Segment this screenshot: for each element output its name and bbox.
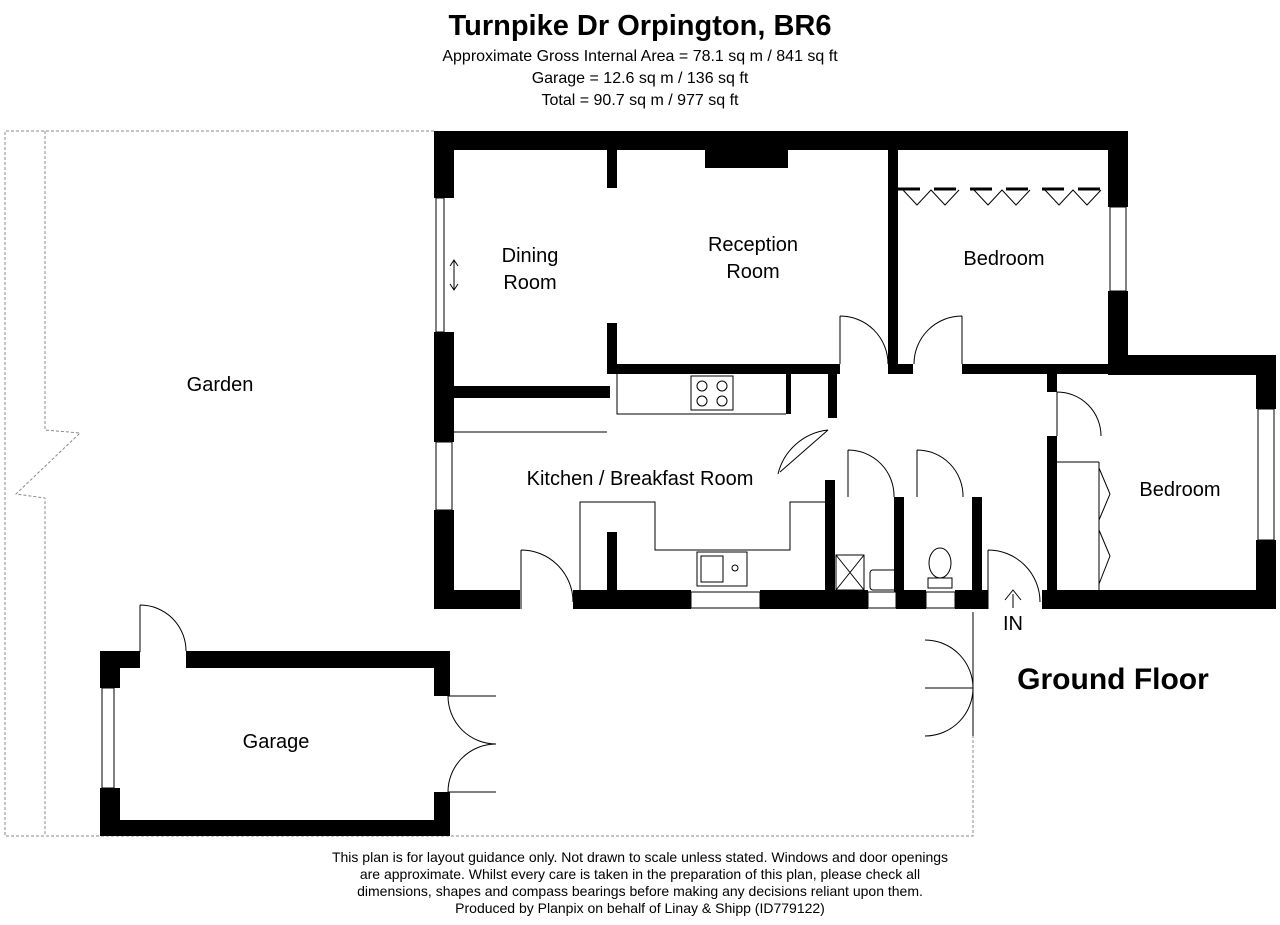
- doors: [139, 187, 1111, 793]
- entrance-label: IN: [1003, 613, 1023, 635]
- bedroom-1-label: Bedroom: [963, 248, 1044, 270]
- garage-walls: [100, 651, 450, 836]
- window-wc: [925, 591, 956, 609]
- window-kitchen-sink: [690, 591, 761, 609]
- dining-room-label-2: Room: [503, 272, 556, 294]
- window-dining: [435, 197, 445, 333]
- window-bedroom-1: [1109, 206, 1127, 292]
- gross-internal-area: Approximate Gross Internal Area = 78.1 s…: [442, 48, 838, 65]
- window-bedroom-2: [1257, 408, 1275, 541]
- window-garage: [101, 687, 115, 789]
- disclaimer: This plan is for layout guidance only. N…: [300, 849, 980, 917]
- bedroom-2-label: Bedroom: [1139, 479, 1220, 501]
- disclaimer-line-3: dimensions, shapes and compass bearings …: [357, 883, 923, 899]
- plan-title: Turnpike Dr Orpington, BR6: [448, 10, 832, 42]
- reception-room-label-1: Reception: [708, 234, 798, 256]
- garage-area: Garage = 12.6 sq m / 136 sq ft: [531, 70, 749, 87]
- kitchen-sink: [696, 551, 748, 587]
- hob: [690, 375, 734, 411]
- floor-label: Ground Floor: [1017, 663, 1209, 696]
- window-shower: [867, 591, 897, 609]
- toilet: [928, 547, 952, 579]
- garage-label: Garage: [243, 731, 310, 753]
- house-walls: [434, 131, 1276, 609]
- window-kitchen-left: [435, 441, 453, 511]
- disclaimer-line-4: Produced by Planpix on behalf of Linay &…: [455, 900, 825, 916]
- disclaimer-line-1: This plan is for layout guidance only. N…: [331, 849, 949, 865]
- fixtures: [454, 374, 1022, 608]
- disclaimer-line-2: are approximate. Whilst every care is ta…: [359, 866, 921, 882]
- dining-room-label-1: Dining: [502, 245, 559, 267]
- basin: [869, 569, 899, 591]
- garden-boundary: [4, 130, 974, 837]
- total-area: Total = 90.7 sq m / 977 sq ft: [541, 92, 739, 109]
- worktop-top: [616, 374, 786, 415]
- shower-tray: [835, 554, 865, 591]
- reception-room-label-2: Room: [726, 261, 779, 283]
- worktop-bottom: [579, 501, 825, 590]
- entrance-arrow: [1004, 589, 1022, 608]
- kitchen-label: Kitchen / Breakfast Room: [527, 468, 754, 490]
- garden-label: Garden: [187, 374, 254, 396]
- windows: [101, 197, 1275, 789]
